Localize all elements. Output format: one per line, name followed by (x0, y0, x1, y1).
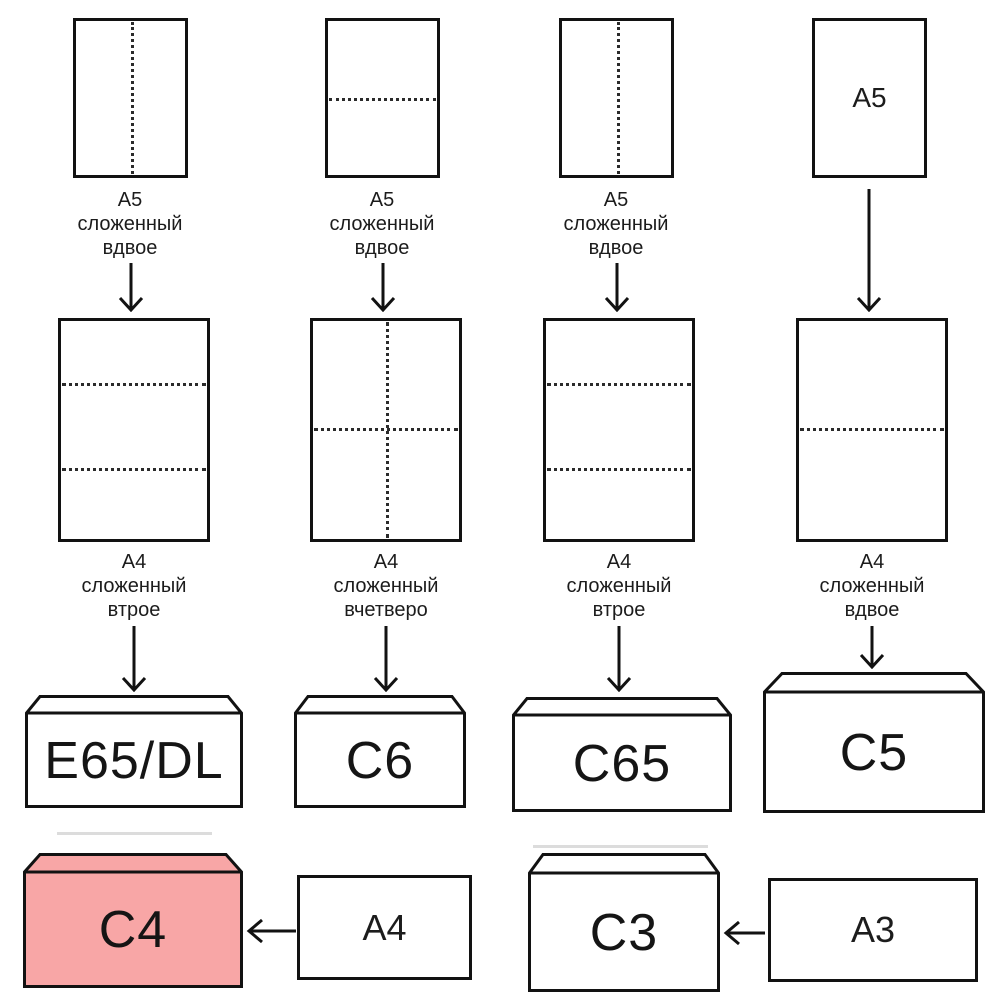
fold-line-horizontal (800, 428, 944, 431)
arrow-down-icon (370, 263, 396, 312)
envelope-c5: C5 (763, 672, 985, 813)
caption-a5-folded-in-half: A5 сложенный вдвое (329, 189, 435, 259)
envelope-shape (294, 695, 466, 808)
sheet-a4-landscape: A4 (297, 875, 472, 980)
arrow-left-icon (723, 920, 765, 946)
envelope-c4-highlighted: C4 (23, 853, 243, 988)
envelope-label: C3 (589, 903, 659, 962)
caption-a4-folded-in-three: A4 сложенный втрое (81, 551, 187, 621)
sheet-a5-unfolded: A5 (812, 18, 927, 178)
fold-line-horizontal (314, 428, 458, 431)
fold-line-vertical (616, 22, 620, 174)
sheet-label: A3 (850, 909, 896, 950)
envelope-shape (25, 695, 243, 808)
envelope-shape (528, 853, 720, 992)
sheet-a4-fold-thirds (58, 318, 210, 542)
ghost-line (533, 845, 708, 848)
caption-a4-folded-in-half: A4 сложенный вдвое (819, 551, 925, 621)
sheet-a4-fold-quarters (310, 318, 462, 542)
fold-line-vertical (130, 22, 134, 174)
arrow-down-icon (604, 263, 630, 312)
fold-line-horizontal (329, 98, 436, 101)
envelope-c6: C6 (294, 695, 466, 808)
caption-a5-folded-in-half: A5 сложенный вдвое (77, 189, 183, 259)
envelope-label: C6 (345, 731, 415, 790)
arrow-down-icon (121, 626, 147, 692)
envelope-label: E65/DL (44, 731, 224, 790)
fold-line-horizontal (547, 383, 691, 386)
sheet-a5-fold-horizontal (325, 18, 440, 178)
envelope-label: C5 (839, 723, 909, 782)
arrow-down-icon (373, 626, 399, 692)
sheet-label: A5 (852, 82, 887, 113)
fold-line-horizontal (62, 468, 206, 471)
envelope-shape (763, 672, 985, 813)
envelope-label: C65 (572, 734, 672, 793)
arrow-down-icon (606, 626, 632, 692)
caption-a4-folded-in-three: A4 сложенный втрое (566, 551, 672, 621)
envelope-shape (23, 853, 243, 988)
envelope-c65: C65 (512, 697, 732, 812)
fold-line-horizontal (62, 383, 206, 386)
arrow-down-icon (856, 189, 882, 312)
arrow-down-icon (859, 626, 885, 669)
envelope-e65-dl: E65/DL (25, 695, 243, 808)
envelope-shape (512, 697, 732, 812)
fold-line-horizontal (547, 468, 691, 471)
sheet-a4-fold-half (796, 318, 948, 542)
sheet-a5-fold-vertical (73, 18, 188, 178)
sheet-label: A4 (362, 906, 407, 948)
ghost-line (57, 832, 212, 835)
arrow-left-icon (246, 918, 296, 944)
sheet-a3-landscape: A3 (768, 878, 978, 982)
caption-a5-folded-in-half: A5 сложенный вдвое (563, 189, 669, 259)
arrow-down-icon (118, 263, 144, 312)
sheet-a4-fold-thirds (543, 318, 695, 542)
sheet-a5-fold-vertical (559, 18, 674, 178)
caption-a4-folded-in-four: A4 сложенный вчетверо (333, 551, 439, 621)
envelope-c3: C3 (528, 853, 720, 992)
envelope-label: C4 (98, 901, 168, 959)
